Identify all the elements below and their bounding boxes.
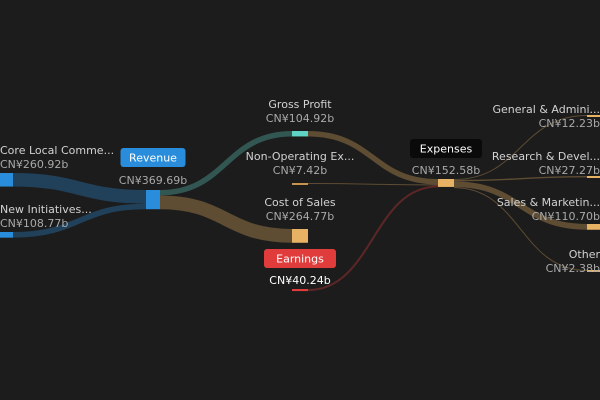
label-nonop-value: CN¥7.42b [273, 164, 327, 177]
node-revenue[interactable] [146, 190, 160, 210]
link-revenue-gross [159, 131, 293, 196]
sankey-links [12, 115, 588, 292]
node-nonop[interactable] [292, 183, 308, 185]
node-cos[interactable] [292, 229, 308, 243]
link-expenses-rd [453, 175, 588, 182]
link-earnings-expenses [307, 185, 439, 292]
node-expenses[interactable] [438, 179, 454, 187]
badge-earnings [264, 249, 336, 268]
node-core[interactable] [0, 173, 13, 187]
link-core-revenue [12, 173, 147, 204]
node-gross[interactable] [292, 131, 308, 137]
badge-revenue [120, 148, 186, 167]
label-cos-name: Cost of Sales [264, 196, 336, 209]
label-newinit-value: CN¥108.77b [0, 217, 68, 230]
link-revenue-cos [159, 195, 293, 243]
node-ga[interactable] [587, 115, 600, 117]
link-expenses-other [453, 187, 588, 271]
label-sm-value: CN¥110.70b [532, 210, 600, 223]
label-gross-value: CN¥104.92b [266, 112, 334, 125]
label-ga-value: CN¥12.23b [539, 117, 600, 130]
label-revenue-name: Revenue [129, 152, 177, 165]
label-rd-name: Research & Devel... [492, 150, 600, 163]
link-nonop-expenses [307, 183, 439, 186]
label-core-name: Core Local Comme... [0, 144, 114, 157]
link-gross-expenses [307, 131, 439, 185]
label-revenue-value: CN¥369.69b [119, 174, 187, 187]
label-rd-value: CN¥27.27b [539, 164, 600, 177]
label-other-value: CN¥2.38b [546, 262, 600, 275]
label-newinit-name: New Initiatives... [0, 203, 92, 216]
node-sm[interactable] [587, 224, 600, 230]
node-earnings[interactable] [292, 289, 308, 292]
label-core-value: CN¥260.92b [0, 158, 68, 171]
node-newinit[interactable] [0, 232, 13, 238]
sankey-nodes [0, 115, 600, 292]
label-sm-name: Sales & Marketin... [497, 196, 600, 209]
label-nonop-name: Non-Operating Ex... [246, 150, 355, 163]
link-newinit-revenue [12, 203, 147, 238]
label-ga-name: General & Admini... [492, 103, 600, 116]
label-earnings-value: CN¥40.24b [269, 274, 330, 287]
label-gross-name: Gross Profit [268, 98, 332, 111]
label-earnings-name: Earnings [276, 253, 324, 266]
label-cos-value: CN¥264.77b [266, 210, 334, 223]
label-other-name: Other [569, 248, 600, 261]
node-other[interactable] [587, 270, 600, 272]
node-rd[interactable] [587, 176, 600, 178]
badge-expenses [410, 139, 482, 158]
label-expenses-value: CN¥152.58b [412, 164, 480, 177]
label-expenses-name: Expenses [420, 143, 473, 156]
link-expenses-ga [453, 115, 588, 180]
link-expenses-sm [453, 181, 588, 230]
